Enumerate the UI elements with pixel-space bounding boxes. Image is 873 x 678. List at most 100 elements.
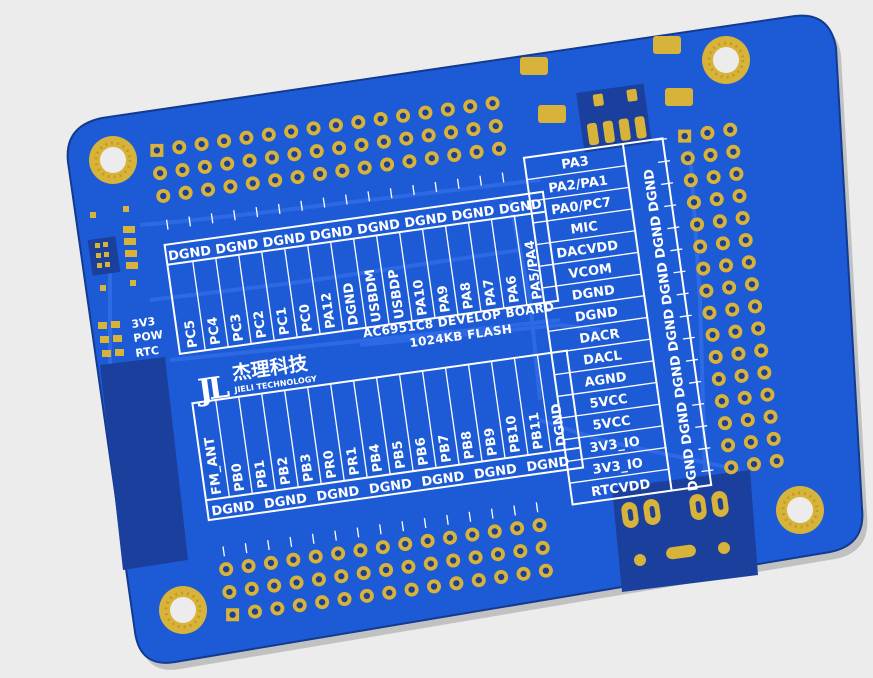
pin-tick [657,160,671,164]
header-pin [757,365,772,380]
header-pin [735,211,750,226]
header-pin [724,460,739,475]
bottom-pin-label: PB7 [436,433,455,463]
header-pin [723,122,738,137]
top-pin-label: PC2 [251,309,270,339]
bottom-pin-label: PB10 [504,414,524,453]
pin-tick [311,533,315,544]
header-pin [696,261,711,276]
header-pin [261,127,276,142]
header-pin [267,578,282,593]
pin-tick [289,536,293,547]
header-pin [513,544,528,559]
header-pin [722,280,737,295]
header-pin [217,133,232,148]
bottom-pin-label: PB3 [298,452,317,482]
pin-tick [434,181,438,192]
header-pin [398,537,413,552]
top-ground-label: DGND [403,210,448,231]
pin-tick [682,336,695,340]
header-pin [731,346,746,361]
header-pin [306,121,321,136]
header-pin [308,549,323,564]
led-label-rtc: RTC [135,344,160,360]
top-pin-label: USBDM [363,268,385,323]
pin-tick [345,194,348,205]
header-pin [686,195,701,210]
header-pin [740,412,755,427]
header-pin [292,598,307,613]
right-header-silkscreen: PA3PA2/PA1PA0/PC7MICDACVDDVCOMDGNDDGNDDA… [522,137,713,506]
header-pin [463,99,478,114]
header-pin [396,108,411,123]
pin-tick [423,518,427,529]
header-pin [734,368,749,383]
header-pin [488,118,503,133]
header-pin [516,566,531,581]
header-pin [150,143,164,157]
header-pin [714,394,729,409]
pin-tick [233,210,236,221]
header-pin [245,176,260,191]
header-pin [690,217,705,232]
pin-tick [367,191,371,202]
pin-tick [222,546,226,557]
header-pin [769,453,784,468]
pin-tick [188,216,192,227]
header-pin [487,524,502,539]
bottom-pin-label: PB5 [390,440,409,470]
top-pin-label: PA12 [319,291,339,329]
right-ground-label: DGND [655,261,676,306]
header-pin [156,188,171,203]
header-pin [247,604,262,619]
header-pin [264,150,279,165]
header-pin [356,566,371,581]
top-ground-label: DGND [451,204,496,225]
antenna-ground-area [100,357,188,570]
header-pin [741,255,756,270]
top-pin-label: PA7 [481,278,500,307]
header-pin [699,283,714,298]
pin-tick [661,182,674,186]
header-pin [222,584,237,599]
header-pin [726,144,741,159]
top-ground-label: DGND [167,244,212,265]
mounting-hole-br [776,486,824,534]
pin-tick [401,521,405,532]
header-pin [465,527,480,542]
pin-tick [468,511,472,522]
header-pin [242,153,257,168]
right-ground-label: DGND [668,354,689,399]
header-pin [382,585,397,600]
pin-tick [356,527,360,538]
header-pin [763,409,778,424]
header-pin [357,160,372,175]
header-pin [359,588,374,603]
bottom-pin-label: PB6 [413,436,432,466]
header-pin [447,148,462,163]
header-pin [737,390,752,405]
bottom-ground-label: DGND [526,454,571,475]
mounting-holes [89,36,824,634]
bottom-pin-label: PR0 [321,449,340,479]
header-pin [706,170,721,185]
header-pin [219,562,234,577]
header-pin [226,608,240,622]
pin-tick [535,502,539,513]
pin-tick [255,207,259,218]
top-pin-label: PA10 [411,278,431,316]
bottom-header-pins [219,502,553,622]
top-pin-label: PA9 [435,284,454,313]
mounting-hole-bl [159,586,207,634]
header-pin [332,141,347,156]
header-pin [197,159,212,174]
header-pin [328,118,343,133]
pin-tick [490,508,494,519]
pin-tick [244,543,248,554]
pin-tick [501,172,505,183]
top-pin-label: PA8 [458,281,477,310]
header-pin [263,555,278,570]
header-pin [700,125,715,140]
header-pin [380,157,395,172]
